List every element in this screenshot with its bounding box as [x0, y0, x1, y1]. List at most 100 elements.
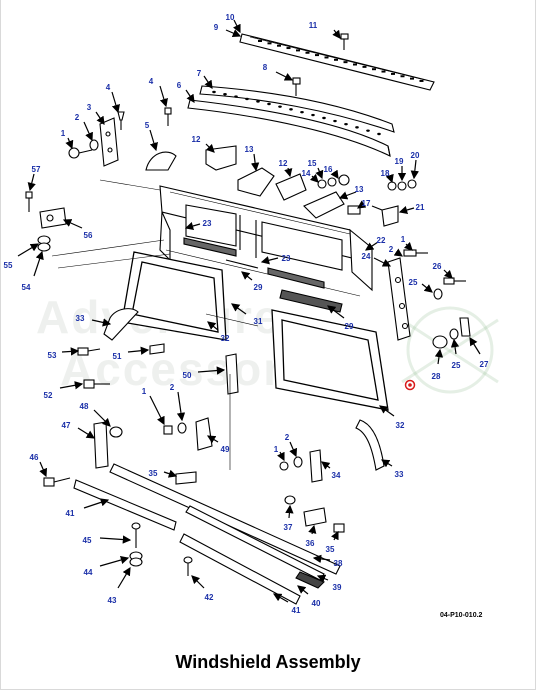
leader-arrow-c10 — [233, 19, 241, 34]
bracket-part-12a — [205, 145, 237, 171]
leader-arrow-c39 — [316, 574, 329, 583]
callout-c15: 15 — [308, 159, 317, 168]
bolt-part-11 — [340, 33, 349, 50]
glass-pane-part-32b — [271, 309, 389, 411]
leader-arrow-c41b — [272, 593, 289, 603]
leader-arrow-c9 — [225, 29, 242, 38]
corner-cap-part-5 — [145, 151, 177, 171]
leader-arrow-c14 — [309, 173, 319, 183]
bracket-part-37 — [284, 495, 296, 505]
drawing-code: 04-P10-010.2 — [440, 612, 483, 619]
top-channel-part-6 — [187, 99, 391, 157]
callout-c42: 42 — [205, 593, 214, 602]
washer-part-2a — [89, 139, 99, 151]
leader-arrow-c23b — [260, 256, 279, 265]
leader-arrow-c25b — [450, 338, 460, 355]
callout-c12b: 12 — [279, 159, 288, 168]
bolt-part-1b — [403, 249, 428, 257]
leader-arrow-c42 — [191, 575, 205, 589]
bolt-part-1a — [68, 147, 93, 159]
leader-arrow-c33b — [380, 459, 393, 468]
leader-arrow-c1d — [277, 451, 285, 462]
leader-arrow-c3 — [95, 111, 105, 125]
leader-arrow-c4a — [111, 91, 120, 114]
windshield-frame — [159, 185, 373, 297]
callout-c25b: 25 — [452, 361, 461, 370]
hinge-part-49 — [195, 417, 213, 451]
leader-arrow-c31 — [231, 303, 247, 315]
callout-c12a: 12 — [192, 135, 201, 144]
leader-arrow-c13a — [250, 153, 260, 172]
callout-c13a: 13 — [245, 145, 254, 154]
callout-c53: 53 — [48, 351, 57, 360]
washer-part-25b — [449, 328, 459, 340]
callout-c38: 38 — [334, 559, 343, 568]
callout-c22: 22 — [377, 236, 386, 245]
leader-arrow-c33a — [91, 318, 112, 327]
hinge-part-34 — [309, 449, 323, 483]
bolt-part-42 — [183, 556, 193, 576]
plate-part-50 — [225, 353, 239, 395]
leader-arrow-c34 — [321, 461, 331, 470]
leader-arrow-c1c — [149, 395, 165, 426]
leader-arrow-c2c — [176, 391, 186, 422]
leader-arrow-c25a — [421, 283, 433, 293]
callout-c54: 54 — [22, 283, 31, 292]
leader-arrow-c2b — [393, 248, 403, 257]
leader-arrow-c44 — [99, 555, 130, 567]
bracket-part-21 — [371, 205, 399, 227]
callout-c45: 45 — [83, 536, 92, 545]
highlight-marker — [404, 379, 416, 391]
callout-c25a: 25 — [409, 278, 418, 287]
leader-arrow-c29b — [327, 305, 345, 319]
callout-c32b: 32 — [396, 421, 405, 430]
callout-c17: 17 — [362, 199, 371, 208]
callout-c24: 24 — [362, 252, 371, 261]
hinge-bar-part-24 — [387, 257, 411, 341]
leader-arrow-c5 — [149, 129, 158, 152]
strip-part-9 — [239, 33, 435, 91]
callout-c56: 56 — [84, 231, 93, 240]
leader-arrow-c11 — [332, 29, 341, 39]
knob-part-28 — [432, 335, 448, 349]
callout-c23a: 23 — [203, 219, 212, 228]
callout-c10: 10 — [226, 13, 235, 22]
callout-c11: 11 — [309, 21, 318, 30]
leader-arrow-c40 — [297, 585, 309, 595]
callout-c32a: 32 — [221, 334, 230, 343]
leader-arrow-c45 — [99, 535, 132, 544]
bolt-part-52 — [83, 379, 110, 389]
callout-c4a: 4 — [106, 83, 111, 92]
callout-c41a: 41 — [66, 509, 75, 518]
leader-arrow-c29a — [241, 271, 253, 281]
leader-arrow-c26 — [443, 269, 453, 279]
callout-c28: 28 — [432, 372, 441, 381]
bolt-part-57 — [25, 191, 33, 212]
callout-c2b: 2 — [389, 245, 394, 254]
callout-c20: 20 — [411, 151, 420, 160]
callout-c31: 31 — [254, 317, 263, 326]
callout-c36: 36 — [306, 539, 315, 548]
callout-c51: 51 — [113, 352, 122, 361]
callout-c37: 37 — [284, 523, 293, 532]
washer-part-2d — [293, 456, 303, 468]
callout-c29b: 29 — [345, 322, 354, 331]
leader-arrow-c16 — [330, 169, 339, 179]
callout-c34: 34 — [332, 471, 341, 480]
bracket-part-13b — [303, 191, 345, 219]
leader-arrow-c32b — [379, 405, 395, 417]
leader-arrow-c27 — [469, 336, 481, 355]
leader-arrow-c50 — [197, 366, 226, 375]
leader-arrow-c21 — [398, 205, 415, 215]
top-seal-part-7 — [199, 85, 395, 136]
callout-c47: 47 — [62, 421, 71, 430]
leader-arrow-c7 — [203, 75, 213, 89]
callout-c2c: 2 — [170, 383, 175, 392]
leader-arrow-c28 — [434, 348, 444, 365]
callout-c27: 27 — [480, 360, 489, 369]
fasteners-18-19-20 — [387, 179, 417, 191]
leader-arrow-c37 — [285, 504, 294, 519]
seal-part-23 — [183, 237, 325, 289]
callout-c1c: 1 — [142, 387, 147, 396]
callout-c44: 44 — [84, 568, 93, 577]
